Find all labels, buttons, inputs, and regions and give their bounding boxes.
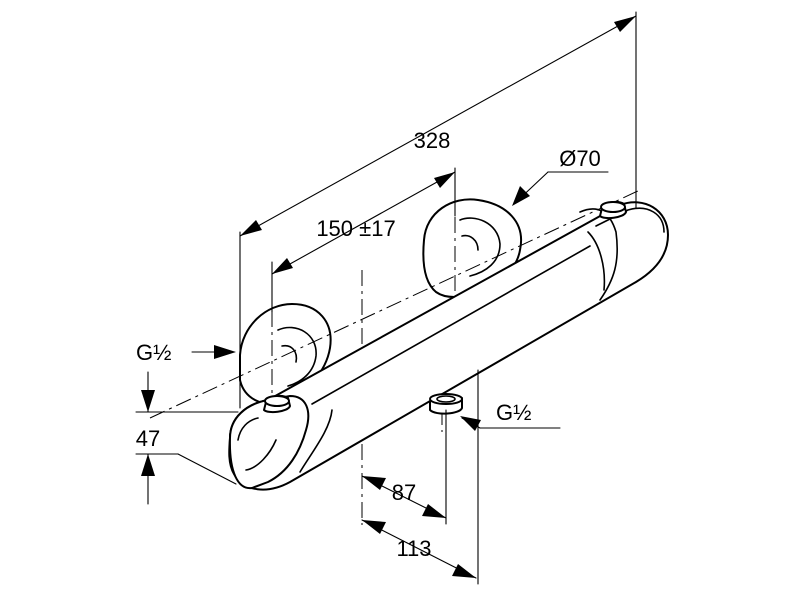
label-outlet-bottom: G½ [496, 400, 531, 425]
label-overall-length: 328 [414, 128, 451, 153]
dim-overall-length: 328 [239, 11, 637, 409]
callout-outlet-bottom: G½ [460, 400, 561, 431]
label-projection-long: 113 [396, 536, 431, 561]
callout-inlet-left: G½ [136, 340, 236, 365]
thermostat-body [228, 200, 669, 491]
label-diameter: Ø70 [559, 146, 601, 171]
dim-projection-long: 113 [361, 369, 479, 585]
label-center-distance: 150 ±17 [316, 216, 395, 241]
label-projection-short: 87 [392, 480, 416, 505]
label-height: 47 [136, 426, 160, 451]
dim-center-distance: 150 ±17 [271, 167, 456, 313]
dim-height: 47 [135, 371, 239, 505]
dim-diameter: Ø70 [512, 146, 609, 206]
dim-projection-short: 87 [361, 409, 447, 525]
label-inlet-left: G½ [136, 340, 171, 365]
right-button [599, 200, 627, 220]
left-button [263, 394, 291, 414]
bottom-outlet [429, 393, 463, 415]
